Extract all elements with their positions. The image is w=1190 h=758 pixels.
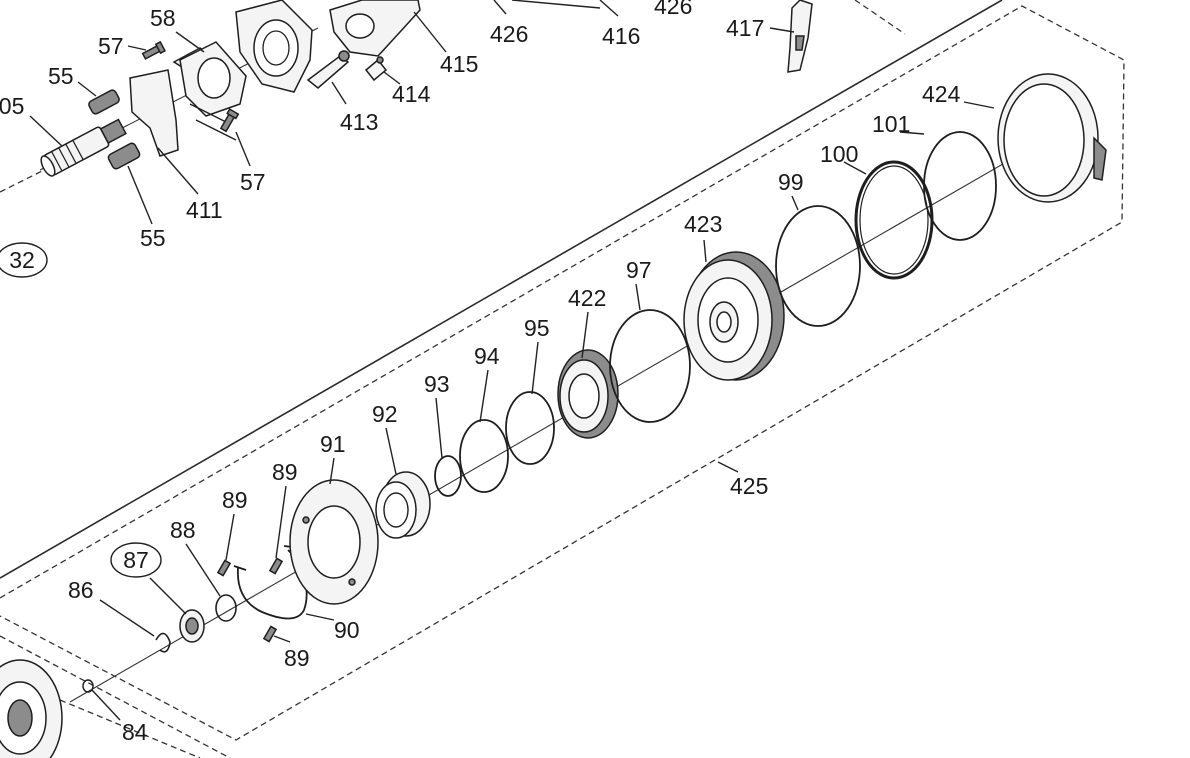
label-88: 88 [170,517,196,543]
side-plate-icon [0,659,63,758]
label-55-lower: 55 [140,225,166,251]
label-86: 86 [68,577,94,603]
plate-91-icon [289,479,379,605]
label-415: 415 [440,51,478,77]
label-93: 93 [424,371,450,397]
spring-55-upper-icon [88,89,120,115]
callout-32: 32 [0,242,48,278]
screw-89-a-icon [216,559,232,577]
label-94: 94 [474,343,500,369]
shaft-605-icon [40,118,127,177]
cover-415-icon [329,0,421,57]
label-87: 87 [123,547,149,573]
label-413: 413 [340,109,378,135]
housing-block-icon [235,0,313,93]
part-labels: 58 57 55 605 57 411 55 32 413 414 415 42… [0,0,961,745]
assembly-box-425 [0,5,1125,758]
label-89-upper-right: 89 [272,459,298,485]
upper-assembly [39,0,813,177]
ring-94-icon [459,419,509,493]
ring-97-icon [609,309,691,423]
label-58: 58 [150,5,176,31]
label-90: 90 [334,617,360,643]
lever-413-icon [306,50,350,89]
label-424: 424 [922,81,961,107]
ring-93-icon [434,455,462,497]
label-411: 411 [186,197,223,223]
drum-423-icon [683,251,785,381]
ring-99-icon [775,205,861,327]
label-89-lower: 89 [284,645,310,671]
clip-86-icon [155,632,171,653]
clip-414-icon [364,56,388,82]
plate-58-icon [179,41,247,141]
ring-101-icon [923,131,997,241]
pawl-417-icon [787,0,813,73]
label-95: 95 [524,315,550,341]
label-84: 84 [122,719,148,745]
label-89-upper-left: 89 [222,487,248,513]
label-57-upper: 57 [98,33,124,59]
label-32: 32 [9,247,35,273]
callout-87: 87 [110,542,162,578]
shim-88-icon [215,594,237,622]
label-605: 605 [0,93,24,119]
label-426-right: 426 [654,0,692,19]
bearing-87-icon [179,609,205,643]
gear-422-icon [557,349,619,439]
label-422: 422 [568,285,606,311]
label-99: 99 [778,169,804,195]
leader-lines [29,0,995,721]
cap-424-icon [997,73,1107,203]
oring-100-icon [854,160,934,280]
label-426-left: 426 [490,21,528,47]
label-101: 101 [872,111,910,137]
label-425: 425 [730,473,768,499]
label-416: 416 [602,23,640,49]
ring-95-icon [505,391,555,465]
screw-57-upper-icon [141,40,166,60]
label-417: 417 [726,15,764,41]
assembly-axis [69,137,1049,703]
bushing-92-icon [375,471,431,539]
label-57-lower: 57 [240,169,266,195]
washer-84-icon [82,679,94,693]
label-423: 423 [684,211,722,237]
label-91: 91 [320,431,346,457]
label-97: 97 [626,257,652,283]
screw-57-lower-icon [219,108,240,133]
spring-55-lower-icon [107,142,141,170]
label-92: 92 [372,401,398,427]
screw-89-c-icon [262,625,278,643]
screw-89-b-icon [268,557,284,575]
label-55-upper: 55 [48,63,74,89]
label-100: 100 [820,141,858,167]
label-414: 414 [392,81,431,107]
